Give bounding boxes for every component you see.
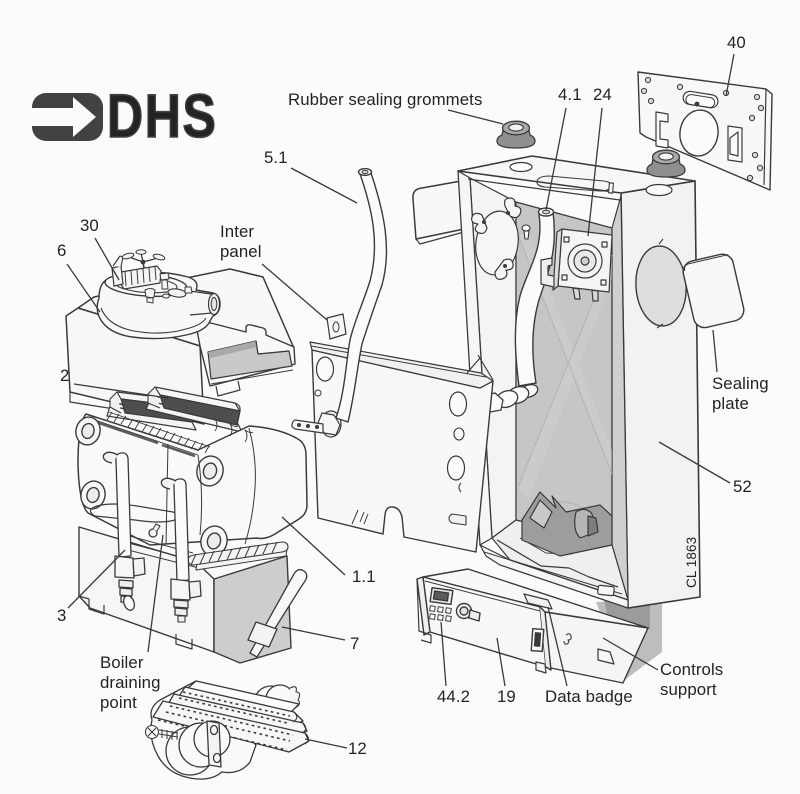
svg-text:draining: draining	[100, 673, 161, 692]
svg-text:40: 40	[727, 33, 746, 52]
svg-text:5.1: 5.1	[264, 148, 288, 167]
svg-text:Data badge: Data badge	[545, 687, 633, 706]
svg-text:12: 12	[348, 739, 367, 758]
svg-text:Rubber sealing grommets: Rubber sealing grommets	[288, 90, 482, 109]
svg-text:Sealing: Sealing	[712, 374, 769, 393]
svg-text:support: support	[660, 680, 717, 699]
svg-text:19: 19	[497, 687, 516, 706]
svg-text:2: 2	[60, 366, 69, 385]
svg-text:44.2: 44.2	[437, 687, 470, 706]
svg-text:Inter: Inter	[220, 222, 254, 241]
svg-text:Controls: Controls	[660, 660, 723, 679]
svg-text:7: 7	[350, 634, 359, 653]
svg-text:3: 3	[57, 606, 66, 625]
svg-text:point: point	[100, 693, 137, 712]
svg-text:DHS: DHS	[107, 82, 218, 150]
svg-text:6: 6	[57, 241, 66, 260]
svg-text:1.1: 1.1	[352, 567, 376, 586]
svg-text:CL 1863: CL 1863	[684, 537, 699, 588]
svg-text:panel: panel	[220, 242, 262, 261]
svg-text:52: 52	[733, 477, 752, 496]
svg-text:30: 30	[80, 216, 99, 235]
svg-text:plate: plate	[712, 394, 749, 413]
svg-text:4.1: 4.1	[558, 85, 582, 104]
svg-text:24: 24	[593, 85, 612, 104]
svg-text:Boiler: Boiler	[100, 653, 144, 672]
